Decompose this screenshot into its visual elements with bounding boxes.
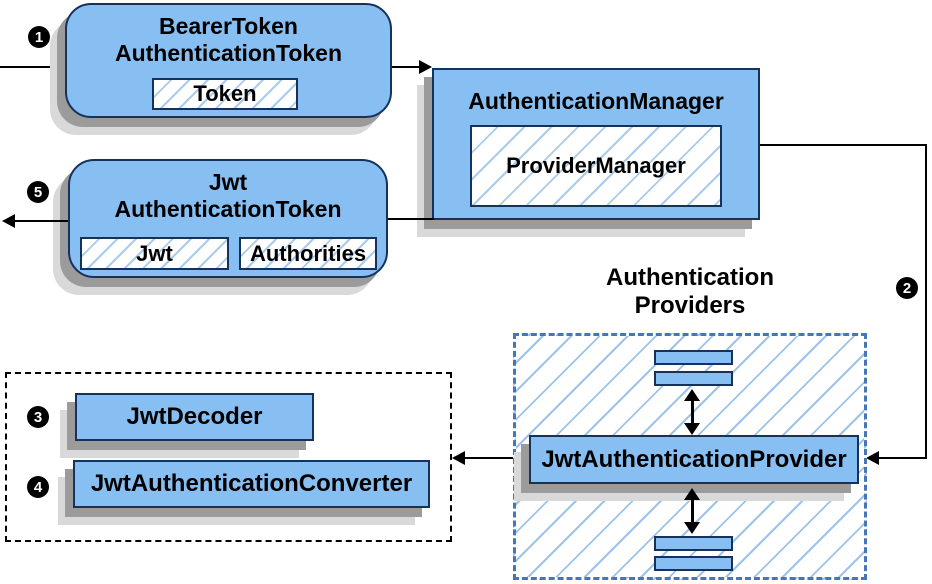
badge-step-2-label: 2 (902, 279, 912, 297)
label-authentication-providers: Authentication Providers (565, 264, 815, 320)
connector-bearer-to-manager (392, 66, 422, 68)
badge-step-1-label: 1 (34, 28, 44, 46)
node-authentication-manager: AuthenticationManager ProviderManager (432, 68, 760, 220)
provider-stack-bar-bottom-1 (654, 536, 733, 551)
field-provider-manager-label: ProviderManager (506, 153, 686, 178)
field-provider-manager: ProviderManager (470, 125, 722, 207)
node-jwt-token-title: Jwt AuthenticationToken (70, 169, 386, 223)
double-arrow-bottom-down-head (684, 522, 700, 534)
field-authorities-label: Authorities (249, 240, 367, 266)
field-token: Token (152, 78, 298, 110)
badge-step-4: 4 (27, 476, 49, 498)
field-jwt-label: Jwt (136, 240, 173, 266)
double-arrow-bottom-icon (681, 488, 703, 534)
node-bearer-title-line1: BearerToken (159, 13, 298, 39)
node-jwt-authentication-provider-label: JwtAuthenticationProvider (541, 445, 847, 473)
badge-step-5-label: 5 (33, 183, 43, 201)
node-jwt-token-title-line2: AuthenticationToken (114, 196, 342, 222)
double-arrow-bottom-line (690, 497, 694, 525)
connector-step2-top (760, 144, 927, 146)
node-bearer-title: BearerToken AuthenticationToken (67, 13, 390, 67)
double-arrow-bottom-up-head (684, 488, 700, 500)
arrowhead-left-tools-icon (452, 451, 465, 465)
node-jwt-decoder: JwtDecoder (75, 393, 314, 441)
arrowhead-right-icon (419, 60, 432, 74)
node-jwt-authentication-token: Jwt AuthenticationToken Jwt Authorities (68, 159, 388, 278)
double-arrow-top-up-head (684, 389, 700, 401)
double-arrow-top-icon (681, 389, 703, 435)
node-jwt-authentication-converter: JwtAuthenticationConverter (73, 460, 430, 508)
connector-provider-to-tools (464, 457, 513, 459)
node-jwt-token-title-line1: Jwt (208, 169, 248, 195)
group-authentication-providers: JwtAuthenticationProvider (513, 333, 867, 580)
connector-step1-in (0, 66, 65, 68)
badge-step-5: 5 (27, 181, 49, 203)
node-jwt-authentication-converter-label: JwtAuthenticationConverter (90, 470, 413, 497)
node-jwt-authentication-provider: JwtAuthenticationProvider (529, 435, 859, 484)
badge-step-3: 3 (27, 406, 49, 428)
connector-manager-to-jwt-token (388, 218, 434, 220)
connector-step5-out (13, 220, 68, 222)
group-jwt-tools: JwtDecoder JwtAuthenticationConverter (5, 372, 452, 542)
node-bearer-title-line2: AuthenticationToken (114, 40, 342, 66)
label-authentication-providers-line1: Authentication (606, 264, 774, 291)
badge-step-2: 2 (896, 277, 918, 299)
arrowhead-left-icon (866, 451, 879, 465)
field-token-label: Token (193, 81, 257, 106)
badge-step-4-label: 4 (33, 478, 43, 496)
provider-stack-bar-top-1 (654, 350, 733, 365)
badge-step-1: 1 (28, 26, 50, 48)
provider-stack-bar-top-2 (654, 371, 733, 386)
field-jwt: Jwt (80, 237, 229, 270)
badge-step-3-label: 3 (33, 408, 43, 426)
arrowhead-left-out-icon (2, 214, 15, 228)
node-jwt-decoder-label: JwtDecoder (126, 403, 263, 430)
provider-stack-bar-bottom-2 (654, 556, 733, 571)
connector-step2-bottom (878, 457, 927, 459)
label-authentication-providers-line2: Providers (634, 292, 746, 319)
double-arrow-top-down-head (684, 423, 700, 435)
double-arrow-top-line (690, 398, 694, 426)
node-bearer-token-authentication-token: BearerToken AuthenticationToken Token (65, 3, 392, 118)
connector-step2-down (925, 144, 927, 459)
node-authentication-manager-title: AuthenticationManager (468, 88, 724, 114)
field-authorities: Authorities (239, 237, 377, 270)
